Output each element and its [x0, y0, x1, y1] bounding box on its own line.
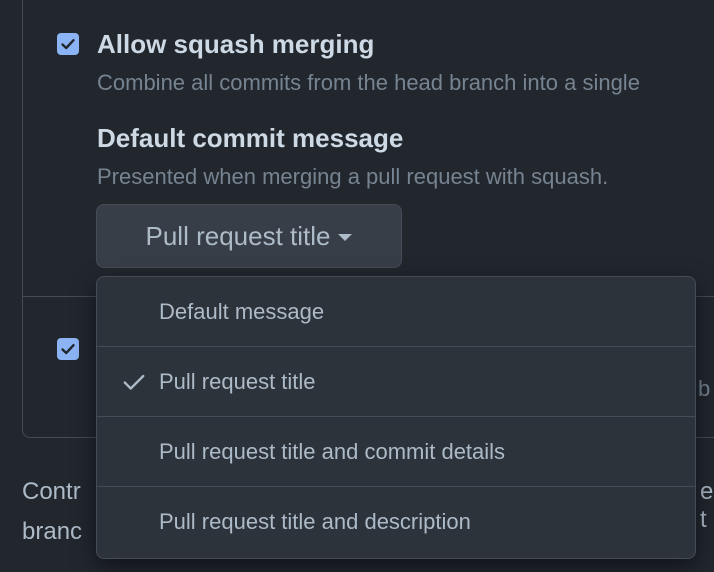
check-icon	[123, 374, 145, 390]
footer-text-line-2: branc	[22, 518, 83, 545]
default-commit-message-heading: Default commit message	[97, 123, 404, 153]
caret-down-icon	[338, 233, 353, 241]
commit-message-dropdown-button[interactable]: Pull request title	[96, 204, 402, 268]
menu-item-default-message[interactable]: Default message	[97, 277, 695, 347]
menu-item-title-and-commit-details[interactable]: Pull request title and commit details	[97, 417, 695, 487]
obscured-text-fragment: b	[698, 376, 711, 401]
second-option-checkbox[interactable]	[57, 338, 79, 360]
default-commit-message-description: Presented when merging a pull request wi…	[97, 164, 609, 189]
menu-item-label: Default message	[159, 298, 325, 324]
squash-merging-description: Combine all commits from the head branch…	[97, 70, 640, 95]
squash-merging-checkbox[interactable]	[57, 33, 79, 55]
menu-item-pull-request-title[interactable]: Pull request title	[97, 347, 695, 417]
menu-item-label: Pull request title	[159, 368, 316, 394]
menu-item-label: Pull request title and description	[159, 509, 471, 534]
squash-merging-title: Allow squash merging	[97, 29, 375, 59]
menu-item-title-and-description[interactable]: Pull request title and description	[97, 487, 695, 557]
footer-text-fragment: e t	[700, 478, 714, 533]
dropdown-button-label: Pull request title	[145, 220, 331, 251]
checkmark-icon	[61, 344, 75, 355]
commit-message-dropdown-menu: Default message Pull request title Pull …	[96, 276, 696, 559]
menu-item-label: Pull request title and commit details	[159, 438, 506, 464]
footer-text-line-1: Contr	[22, 478, 81, 505]
checkmark-icon	[61, 39, 75, 50]
